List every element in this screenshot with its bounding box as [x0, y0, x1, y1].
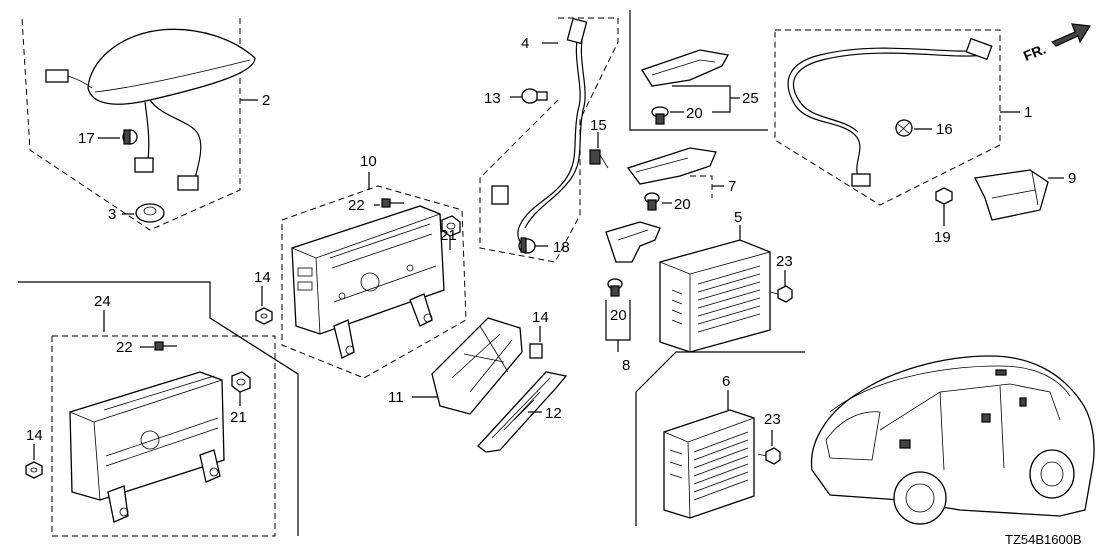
nut-14-middle: 14 [254, 269, 273, 325]
bracket-25 [641, 49, 730, 87]
bracket-8 [605, 221, 661, 263]
front-arrow-icon [1050, 23, 1092, 47]
screw-22-lower [154, 341, 177, 351]
front-label: FR. [1021, 41, 1048, 64]
group-bracket-8: 20 8 [605, 221, 661, 374]
mark-rear [899, 439, 911, 449]
callout-14-left: 14 [26, 427, 43, 444]
callout-21-lower: 21 [230, 409, 247, 426]
group-harness: 1 16 [774, 29, 1032, 206]
nut-14-left: 14 [25, 427, 43, 479]
group-antenna-assembly: 2 17 3 [21, 17, 270, 231]
callout-23-upper: 23 [776, 253, 793, 270]
callout-11: 11 [388, 389, 404, 406]
antenna-connector [45, 69, 69, 83]
callout-22-upper: 22 [348, 197, 365, 214]
shark-fin-antenna [87, 28, 256, 105]
callout-9: 9 [1068, 170, 1076, 187]
mark-door [981, 413, 991, 423]
clip-20-top [651, 106, 669, 125]
bracket-9: 9 [974, 169, 1076, 221]
harness-end-right [965, 37, 993, 61]
group-unit-6: 6 [635, 351, 805, 526]
harness-end-bottom [851, 173, 871, 187]
callout-19: 19 [934, 229, 951, 246]
callout-15: 15 [590, 117, 607, 134]
callout-18: 18 [553, 239, 570, 256]
callout-16: 16 [936, 121, 953, 138]
callout-21-upper: 21 [440, 227, 457, 244]
front-wheel [1029, 449, 1075, 499]
group-unit-24: 24 22 21 [18, 281, 299, 537]
callout-8: 8 [622, 357, 630, 374]
callout-3: 3 [108, 206, 116, 223]
callout-7: 7 [728, 178, 736, 195]
rear-wheel [893, 471, 947, 525]
callout-23-lower: 23 [764, 411, 781, 428]
clip-15 [589, 149, 609, 169]
callout-12: 12 [545, 405, 562, 422]
front-direction-indicator: FR. [1021, 23, 1092, 64]
cable-end-top [566, 17, 588, 45]
callout-20-low: 20 [610, 307, 627, 324]
nut-21-lower [231, 371, 251, 393]
clip-17 [122, 129, 138, 145]
callout-10: 10 [360, 153, 377, 170]
clip-14-small: 14 [529, 309, 549, 359]
callout-20-top: 20 [686, 105, 703, 122]
cable-plug [491, 185, 509, 205]
clip-18 [518, 237, 536, 254]
callout-4: 4 [521, 35, 529, 52]
screw-22-upper [381, 198, 404, 208]
harness-cable [787, 47, 981, 181]
callout-14-middle: 14 [254, 269, 271, 286]
group-bracket-25: 20 25 [629, 10, 768, 131]
unit-24 [69, 371, 225, 501]
bolt-19: 19 [934, 187, 953, 246]
callout-5: 5 [734, 209, 742, 226]
callout-25: 25 [742, 90, 759, 107]
amplifier-unit-5: 5 [659, 209, 771, 353]
callout-13: 13 [484, 90, 501, 107]
callout-1: 1 [1024, 104, 1032, 121]
bracket-12: 12 [477, 371, 568, 453]
vehicle-body [810, 355, 1095, 517]
callout-20-mid: 20 [674, 196, 691, 213]
bolt-23-lower: 23 [757, 411, 781, 465]
feeder-cable [517, 34, 581, 246]
unit-6 [663, 409, 755, 519]
nut-3 [135, 203, 165, 223]
nut-21-upper [441, 215, 461, 237]
callout-17: 17 [78, 130, 95, 147]
clip-16 [895, 119, 913, 137]
audio-unit-10 [291, 205, 445, 335]
bolt-23-upper: 23 [769, 253, 793, 303]
diagram-code: TZ54B1600B [1005, 532, 1082, 547]
mark-roof [995, 369, 1007, 376]
bracket-7: 20 7 [626, 147, 736, 213]
group-feeder-cable: 4 13 15 18 [479, 17, 619, 263]
clip-20-low [607, 278, 623, 297]
clip-20-mid [644, 192, 660, 211]
antenna-plug-b [177, 175, 199, 191]
callout-22-lower: 22 [116, 339, 133, 356]
callout-2: 2 [262, 92, 270, 109]
bolt-13 [521, 88, 548, 104]
vehicle-illustration [810, 355, 1095, 525]
callout-14-small: 14 [532, 309, 549, 326]
antenna-plug-a [134, 157, 154, 173]
bracket-11: 11 [388, 317, 523, 415]
callout-24: 24 [94, 293, 111, 310]
group-audio-unit-10: 10 22 21 [281, 153, 467, 379]
mark-front [1019, 397, 1027, 407]
callout-6: 6 [722, 373, 730, 390]
